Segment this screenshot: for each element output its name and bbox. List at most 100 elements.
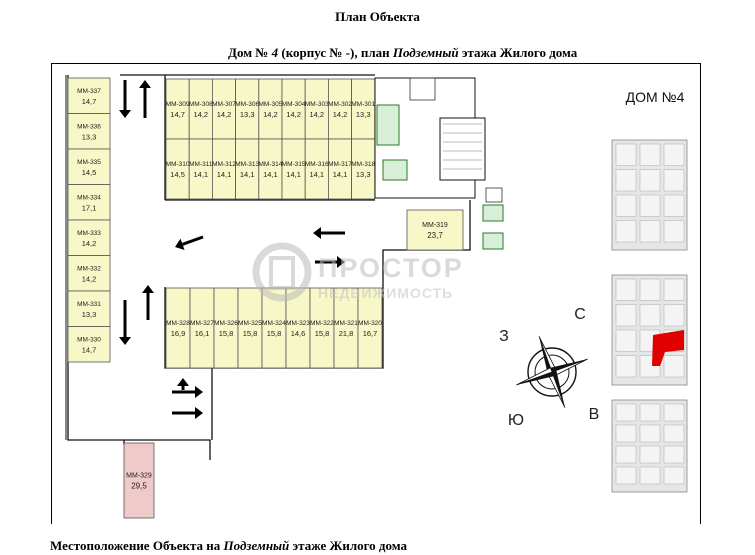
key-cell — [663, 403, 685, 422]
core-room-b — [482, 232, 504, 250]
spot-top-0-id: ММ-309 — [166, 101, 190, 108]
arrow-up-2-head — [142, 285, 154, 293]
key-cell — [639, 169, 661, 192]
spot-left-5-area: 14,2 — [82, 274, 97, 283]
watermark-logo-mark — [269, 256, 295, 290]
spot-top-5-rect — [281, 78, 306, 140]
spot-row2-3-rect — [235, 138, 260, 200]
arrow-down-2-head — [119, 337, 131, 345]
spot-left-7-id: ММ-330 — [77, 336, 101, 343]
spot-bottom-6-id: ММ-322 — [310, 320, 334, 327]
spot-bottom-6-area: 15,8 — [315, 329, 330, 338]
arrow-up-3-head — [177, 378, 189, 386]
spot-row2-4-area: 14,1 — [263, 170, 278, 179]
spot-row2-6-id: ММ-316 — [305, 161, 329, 168]
spot-row2-2-area: 14,1 — [217, 170, 232, 179]
spot-left-5-rect — [67, 255, 111, 292]
spot-left-0-rect — [67, 77, 111, 114]
spot-left-4-rect — [67, 219, 111, 256]
spot-bottom-2-area: 15,8 — [219, 329, 234, 338]
spot-row2-5-rect — [281, 138, 306, 200]
compass-point-3-b — [516, 367, 553, 386]
spot-top-5-area: 14,2 — [286, 110, 301, 119]
spot-left-6-id: ММ-331 — [77, 301, 101, 308]
spot-bottom-7-id: ММ-321 — [334, 320, 358, 327]
spot-319-id: ММ-319 — [422, 222, 448, 229]
spot-left-4-id: ММ-333 — [77, 230, 101, 237]
key-cell — [663, 304, 685, 327]
spot-top-8-area: 13,3 — [356, 110, 371, 119]
location-caption: Местоположение Объекта на Подземный этаж… — [50, 538, 407, 554]
spot-top-6-area: 14,2 — [309, 110, 324, 119]
spot-top-4-rect — [258, 78, 283, 140]
spot-bottom-0-rect — [165, 287, 191, 369]
spot-top-7-id: ММ-302 — [328, 101, 352, 108]
watermark-line2: НЕДВИЖИМОСТЬ — [318, 285, 453, 301]
key-cell — [615, 194, 637, 217]
spot-bottom-3-area: 15,8 — [243, 329, 258, 338]
key-cell — [639, 220, 661, 243]
spot-top-8: ММ-301 13,3 — [351, 78, 376, 140]
spot-top-2-area: 14,2 — [217, 110, 232, 119]
spot-top-8-rect — [351, 78, 376, 140]
spot-left-1-area: 13,3 — [82, 132, 97, 141]
spot-top-5-id: ММ-304 — [282, 101, 306, 108]
spot-bottom-1-rect — [189, 287, 215, 369]
plan-frame — [51, 63, 701, 524]
parking-spots: ММ-33714,7ММ-33613,3ММ-33514,5ММ-33417,1… — [67, 77, 464, 519]
spot-left-7: ММ-330 14,7 — [67, 326, 111, 363]
core-lift-1 — [376, 104, 400, 146]
key-cell — [663, 143, 685, 166]
spot-top-8-id: ММ-301 — [351, 101, 375, 108]
spot-bottom-6: ММ-322 15,8 — [309, 287, 335, 369]
spot-row2-6-rect — [304, 138, 329, 200]
stair-core — [374, 77, 504, 250]
spot-row2-4-id: ММ-314 — [258, 161, 282, 168]
compass-label-s: Ю — [508, 412, 524, 429]
spot-319-rect — [406, 209, 464, 251]
key-cell — [663, 220, 685, 243]
spot-left-7-area: 14,7 — [82, 345, 97, 354]
arrow-up-1-head — [139, 80, 151, 88]
spot-bottom-8: ММ-320 16,7 — [357, 287, 383, 369]
key-cell — [639, 424, 661, 443]
key-cell — [639, 143, 661, 166]
spot-bottom-5-area: 14,6 — [291, 329, 306, 338]
arrow-down-1-head — [119, 110, 131, 118]
spot-row2-8-rect — [351, 138, 376, 200]
key-cell — [663, 424, 685, 443]
page-title: План Объекта — [335, 9, 420, 24]
spot-bottom-0-id: ММ-328 — [166, 320, 190, 327]
core-room-d — [485, 187, 503, 203]
spot-row2-1-id: ММ-311 — [189, 161, 213, 168]
spot-bottom-8-id: ММ-320 — [358, 320, 382, 327]
key-cell — [639, 445, 661, 464]
spot-bottom-3-rect — [237, 287, 263, 369]
spot-row2-5-id: ММ-315 — [282, 161, 306, 168]
spot-top-0-rect — [165, 78, 190, 140]
spot-left-4-area: 14,2 — [82, 239, 97, 248]
spot-row2-8-area: 13,3 — [356, 170, 371, 179]
arrow-right-2-head — [195, 386, 203, 398]
spot-left-2-id: ММ-335 — [77, 159, 101, 166]
key-cell — [615, 143, 637, 166]
spot-top-3-rect — [235, 78, 260, 140]
spot-bottom-8-area: 16,7 — [363, 329, 378, 338]
spot-bottom-4-area: 15,8 — [267, 329, 282, 338]
arrow-curve-1-shaft — [182, 235, 204, 246]
key-cell — [615, 424, 637, 443]
key-selected-section — [652, 330, 684, 366]
spot-top-3-area: 13,3 — [240, 110, 255, 119]
spot-bottom-5-rect — [285, 287, 311, 369]
spot-left-0-id: ММ-337 — [77, 88, 101, 95]
